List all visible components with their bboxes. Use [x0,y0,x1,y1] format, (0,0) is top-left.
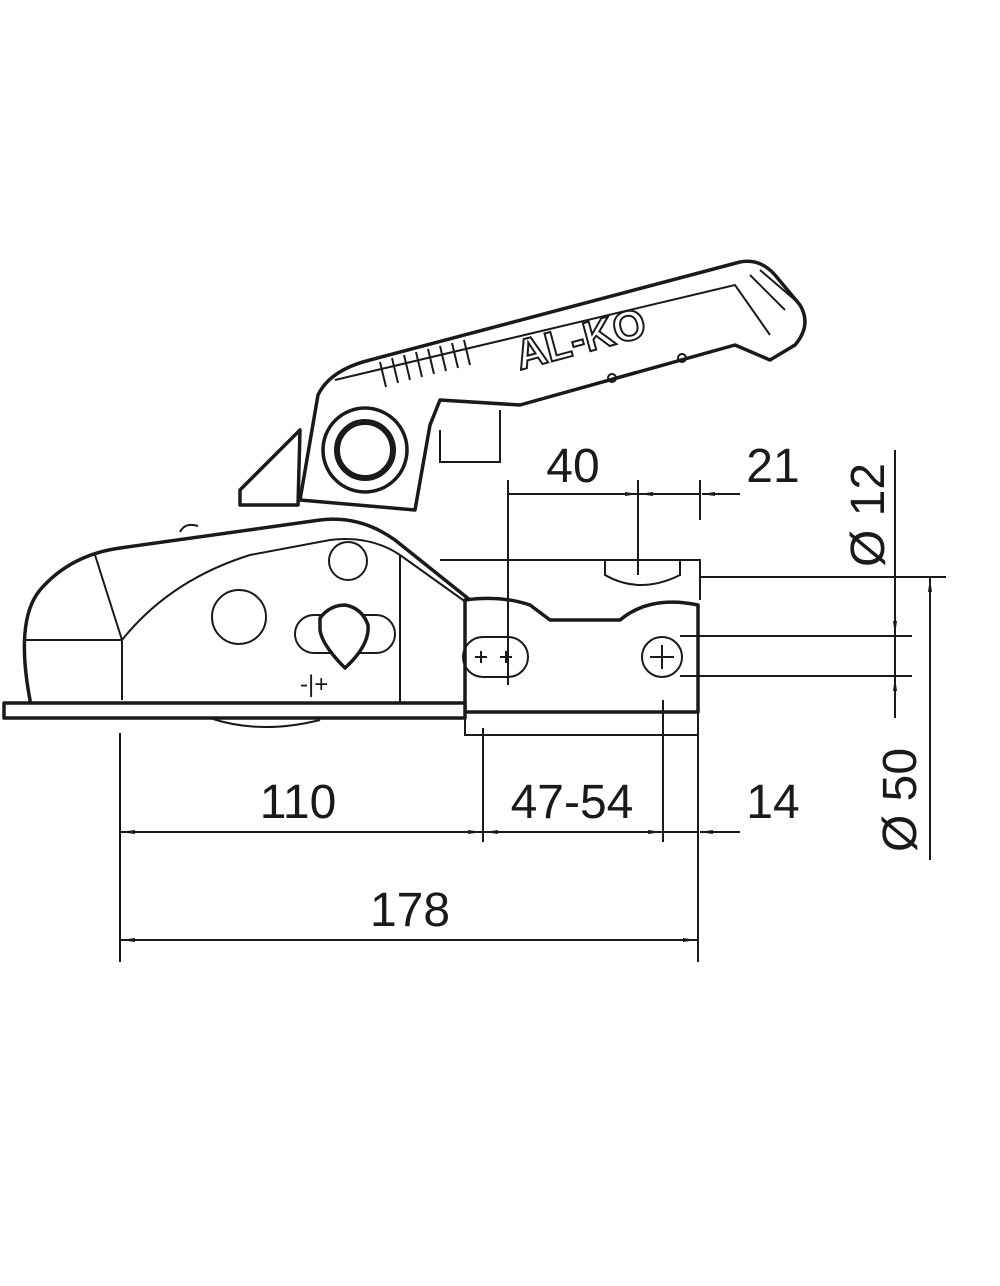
dim-dia-50: Ø 50 [874,748,927,852]
wear-indicator: -|+ [294,603,396,698]
dimension-lines [120,494,932,942]
dim-21: 21 [746,440,799,493]
flange [463,596,700,714]
dim-14: 14 [746,776,799,829]
bolt-hole [641,636,683,678]
dim-110: 110 [260,776,337,829]
indicator-label: -|+ [300,671,328,698]
dim-47-54: 47-54 [511,776,634,829]
handle-grip [379,339,471,388]
coupling-body: AL-KO -|+ [2,259,807,736]
housing [22,517,472,712]
dim-178: 178 [370,884,450,937]
dim-40: 40 [546,440,599,493]
handle [298,259,807,512]
dim-dia-12: Ø 12 [842,463,895,567]
slot-hole [462,636,529,678]
